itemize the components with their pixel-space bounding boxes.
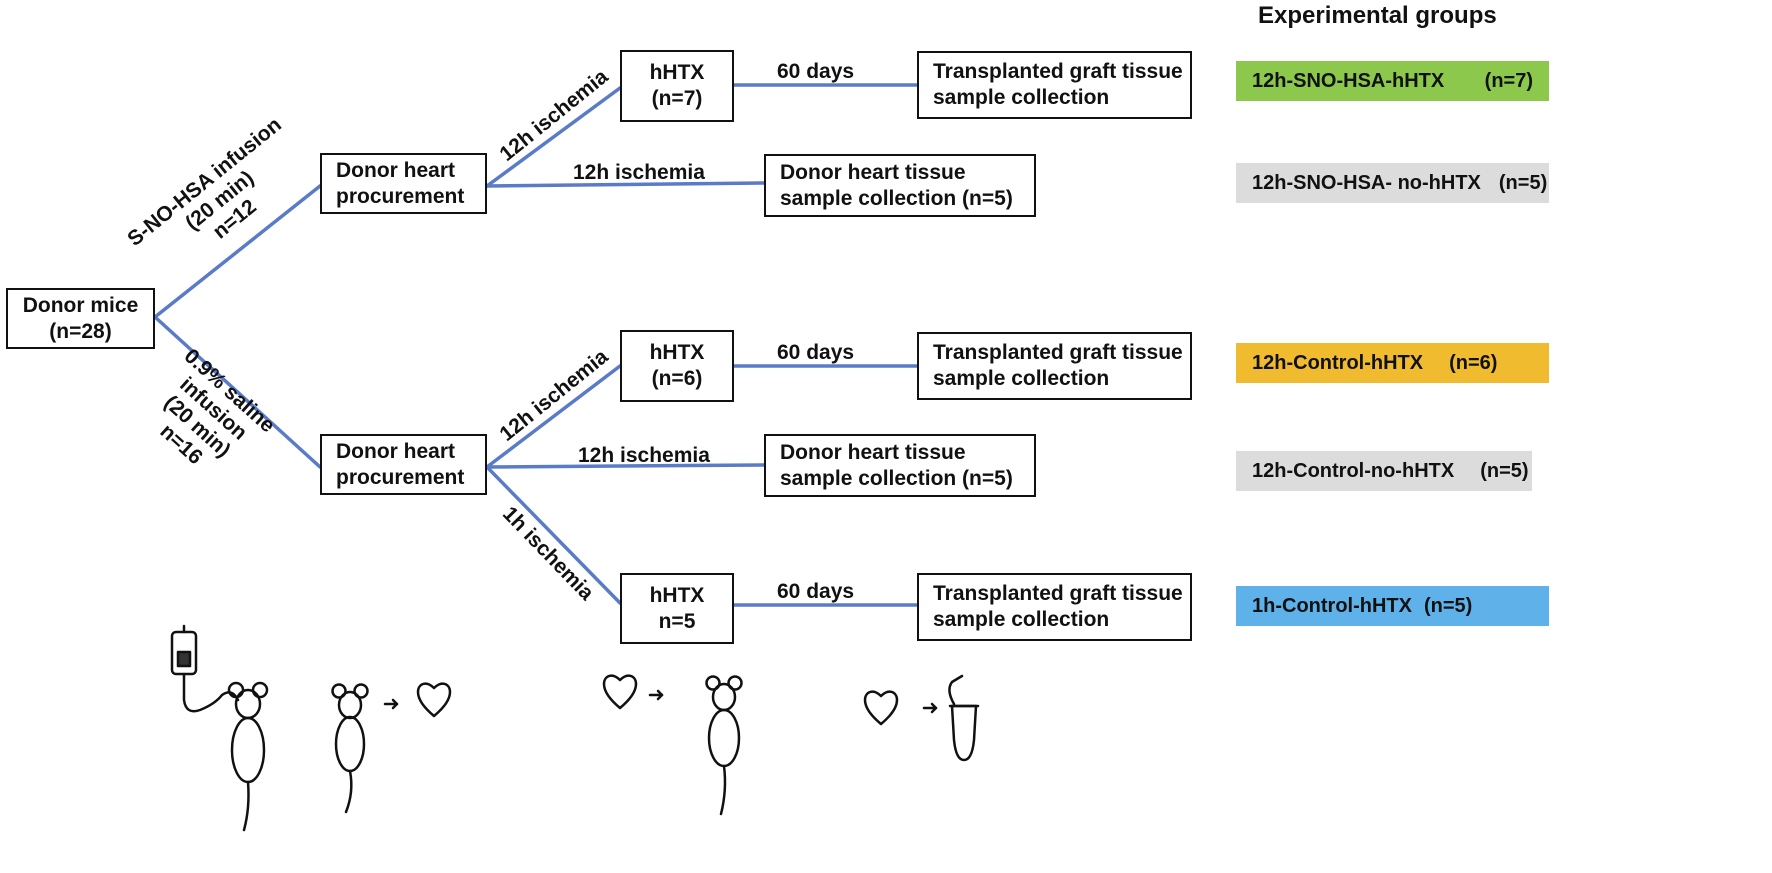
group-name: 12h-Control-no-hHTX	[1252, 459, 1455, 482]
group-bar-control-no-hhtx: 12h-Control-no-hHTX (n=5)	[1236, 451, 1532, 491]
donor-sample-line2: sample collection (n=5)	[780, 466, 1013, 490]
procurement-box-saline: Donor heart procurement	[320, 434, 487, 495]
hhtx-box-sno: hHTX (n=7)	[620, 50, 734, 122]
group-count: (n=7)	[1484, 69, 1533, 92]
hhtx-label: hHTX	[649, 583, 705, 607]
heart-icon	[863, 690, 899, 726]
mouse-icon	[331, 683, 369, 814]
connector-saline-hhtx-12h	[485, 364, 622, 469]
donor-mice-count: (n=28)	[49, 319, 112, 343]
arrow-icon	[383, 698, 399, 710]
arrow-icon	[648, 689, 664, 701]
graft-sample-box-sno: Transplanted graft tissue sample collect…	[917, 51, 1192, 119]
hhtx-box-control-1h: hHTX n=5	[620, 573, 734, 644]
graft-sample-box-control-12h: Transplanted graft tissue sample collect…	[917, 332, 1192, 400]
heart-icon	[602, 674, 638, 710]
ischemia-label-sno-donor: 12h ischemia	[573, 161, 705, 184]
procurement-line2: procurement	[336, 465, 465, 489]
mouse-icon	[227, 681, 269, 832]
connector-saline-hhtx-1h	[485, 465, 622, 605]
connector-sno-branch	[153, 184, 322, 319]
connector-saline-donor-sample	[485, 463, 766, 469]
group-bar-sno-hhtx: 12h-SNO-HSA-hHTX (n=7)	[1236, 61, 1549, 101]
group-name: 12h-SNO-HSA-hHTX	[1252, 69, 1445, 92]
group-bar-1h-control-hhtx: 1h-Control-hHTX (n=5)	[1236, 586, 1549, 626]
donor-sample-box-sno: Donor heart tissue sample collection (n=…	[764, 154, 1036, 217]
group-count: (n=5)	[1498, 171, 1548, 194]
group-count: (n=6)	[1449, 351, 1498, 374]
graft-sample-line1: Transplanted graft tissue	[933, 582, 1183, 605]
hhtx-count: (n=6)	[651, 367, 703, 390]
graft-sample-box-control-1h: Transplanted graft tissue sample collect…	[917, 573, 1192, 641]
infusion-bag-icon	[170, 624, 240, 713]
graft-sample-line2: sample collection	[933, 367, 1110, 390]
donor-mice-label: Donor mice	[22, 293, 139, 317]
group-count: (n=5)	[1480, 459, 1529, 482]
days-label-1: 60 days	[777, 60, 855, 83]
procurement-line1: Donor heart	[336, 158, 456, 182]
sample-tube-icon	[948, 674, 980, 762]
graft-sample-line1: Transplanted graft tissue	[933, 341, 1183, 364]
mouse-icon	[705, 675, 743, 816]
group-name: 1h-Control-hHTX	[1252, 594, 1412, 617]
donor-sample-line1: Donor heart tissue	[780, 160, 966, 184]
graft-sample-line2: sample collection	[933, 608, 1110, 631]
hhtx-label: hHTX	[649, 341, 705, 364]
experimental-groups-heading: Experimental groups	[1258, 2, 1497, 29]
hhtx-count: (n=7)	[651, 87, 703, 110]
donor-sample-line2: sample collection (n=5)	[780, 186, 1013, 210]
hhtx-box-control-12h: hHTX (n=6)	[620, 330, 734, 402]
procurement-line2: procurement	[336, 184, 465, 208]
group-bar-control-hhtx: 12h-Control-hHTX (n=6)	[1236, 343, 1549, 383]
days-label-2: 60 days	[777, 341, 855, 364]
connector-sno-hhtx	[485, 86, 622, 188]
connector-saline-branch	[153, 315, 322, 469]
connector-sno-donor-sample	[485, 181, 766, 188]
donor-sample-box-control: Donor heart tissue sample collection (n=…	[764, 434, 1036, 497]
group-bar-sno-no-hhtx: 12h-SNO-HSA- no-hHTX (n=5)	[1236, 163, 1549, 203]
graft-sample-line1: Transplanted graft tissue	[933, 60, 1183, 83]
group-count: (n=5)	[1423, 594, 1473, 617]
procurement-box-sno: Donor heart procurement	[320, 153, 487, 214]
arrow-icon	[922, 702, 938, 714]
heart-icon	[416, 682, 452, 718]
group-name: 12h-Control-hHTX	[1252, 351, 1424, 374]
donor-mice-box: Donor mice (n=28)	[6, 288, 155, 349]
ischemia-label-control-donor: 12h ischemia	[578, 444, 710, 467]
group-name: 12h-SNO-HSA- no-hHTX	[1252, 171, 1481, 194]
graft-sample-line2: sample collection	[933, 86, 1110, 109]
procurement-line1: Donor heart	[336, 439, 456, 463]
donor-sample-line1: Donor heart tissue	[780, 440, 966, 464]
hhtx-count: n=5	[658, 609, 696, 633]
hhtx-label: hHTX	[649, 61, 705, 84]
days-label-3: 60 days	[777, 580, 855, 603]
